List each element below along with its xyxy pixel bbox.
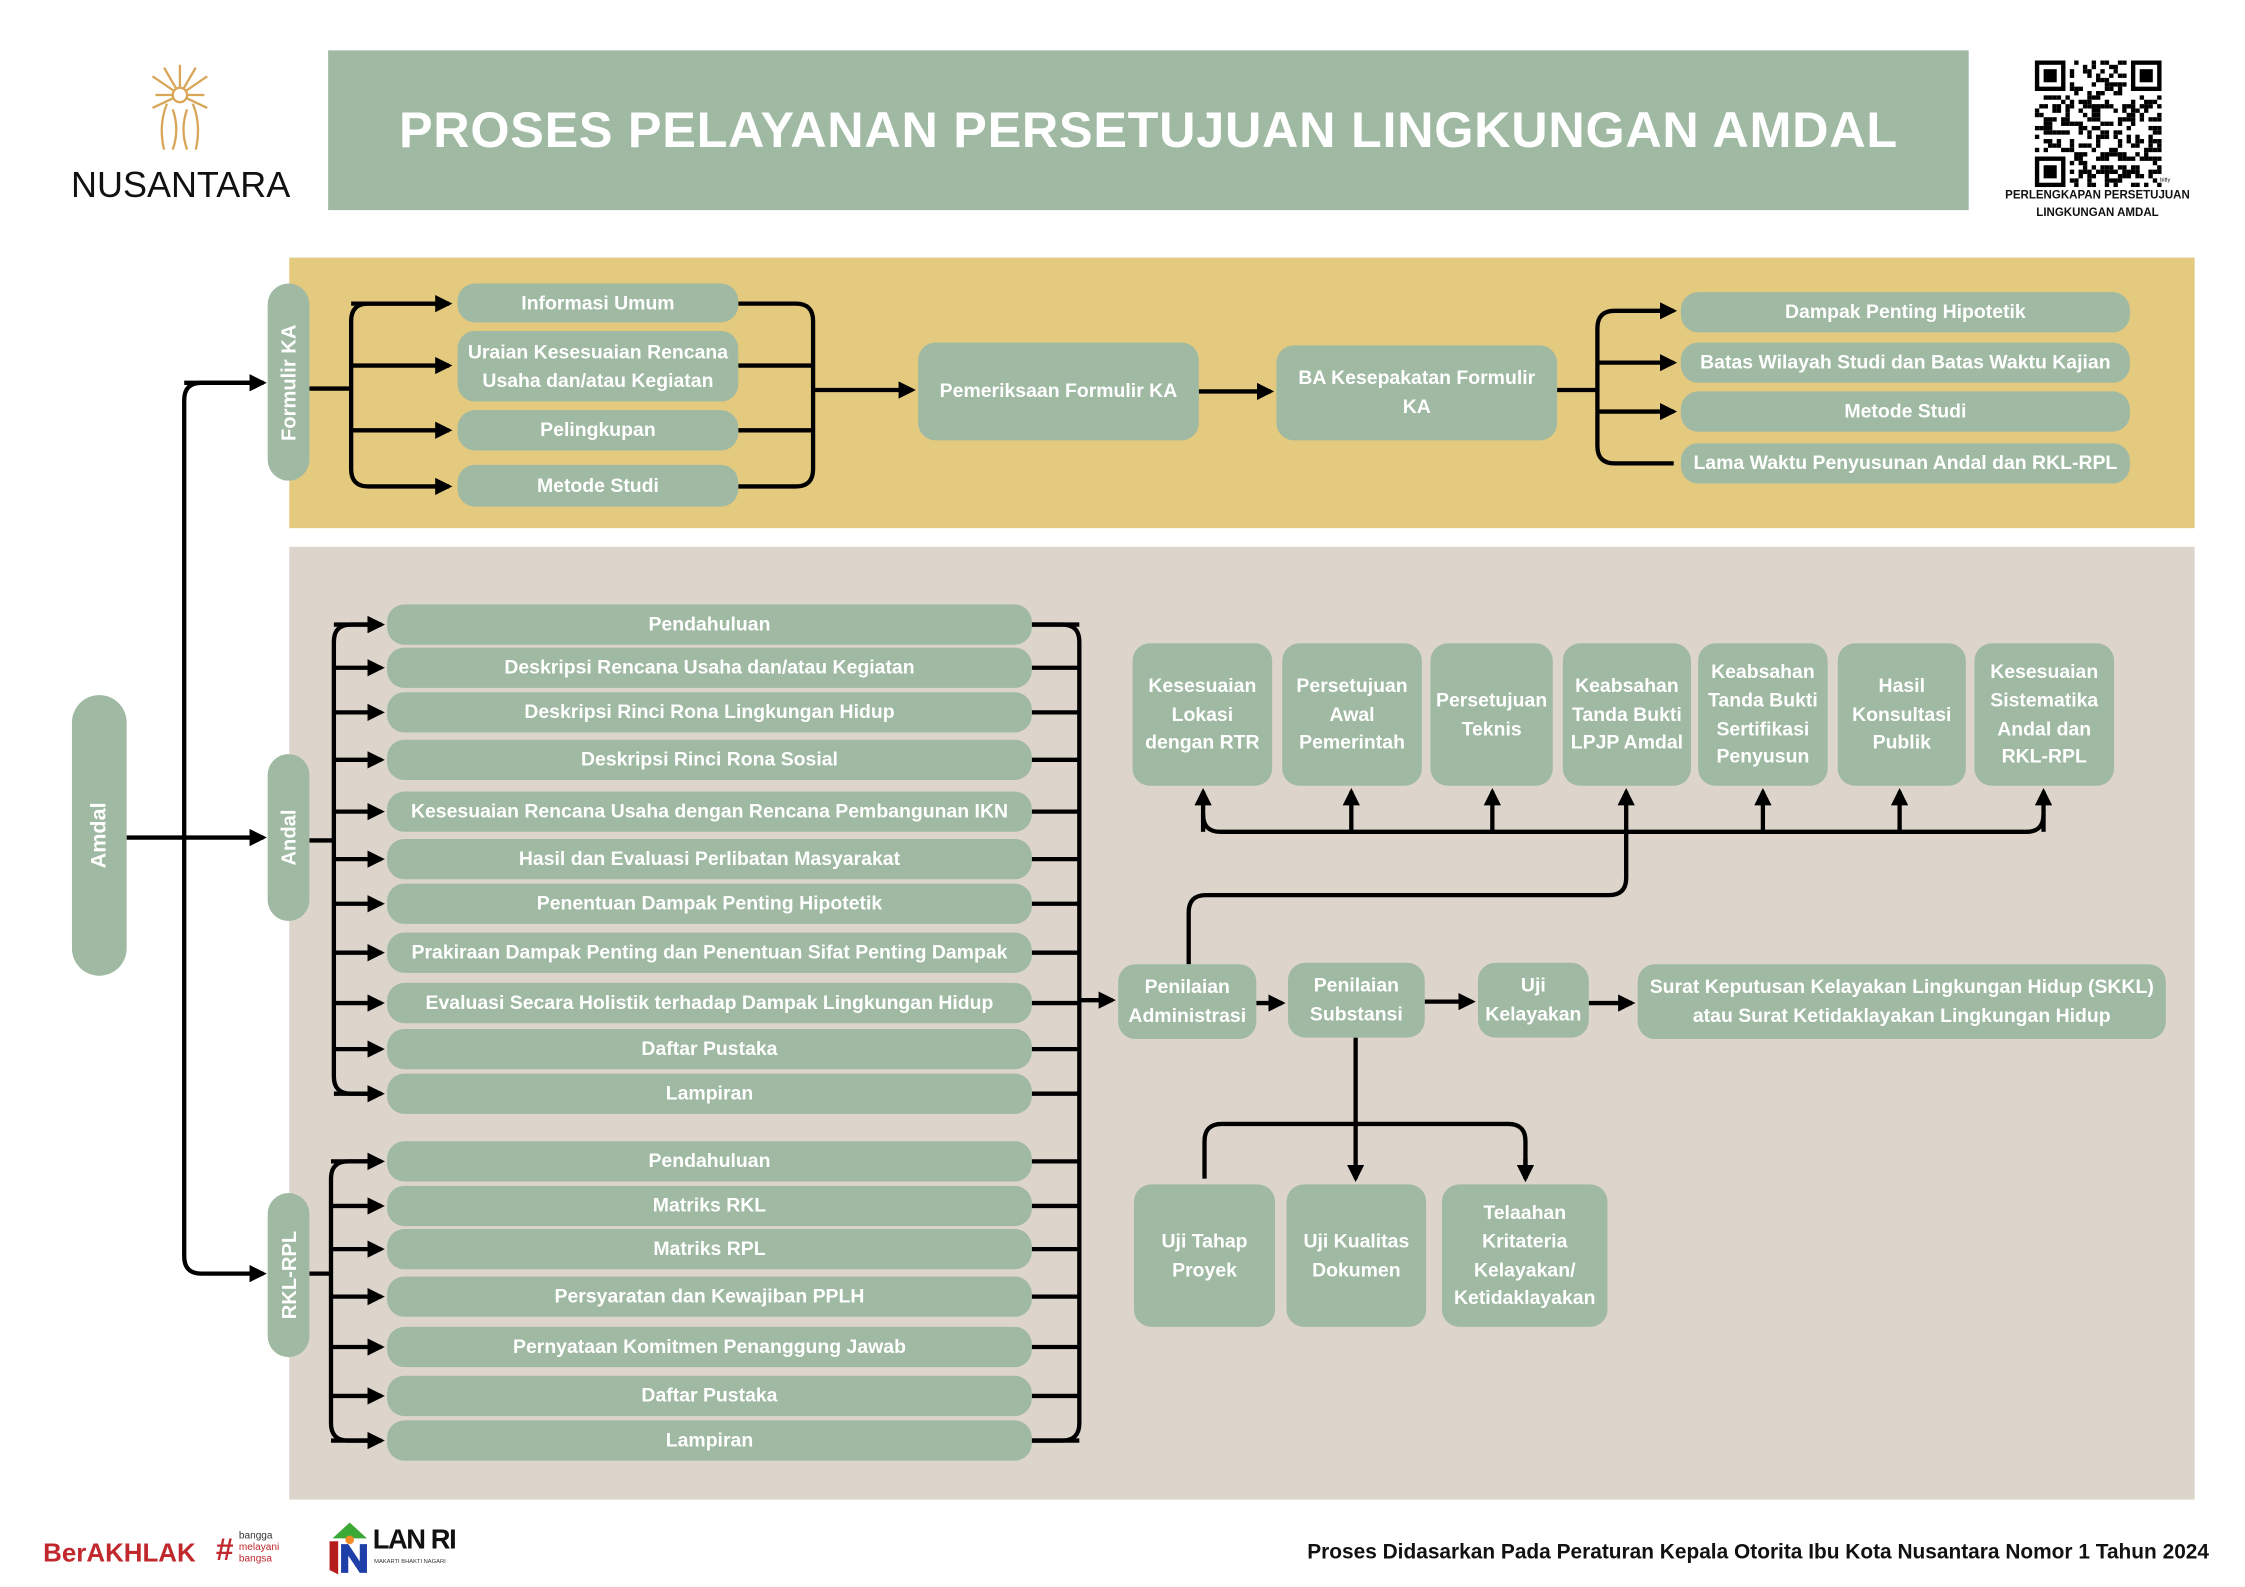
qr-code[interactable] — [2033, 60, 2163, 188]
hashtag-icon: # — [215, 1531, 234, 1568]
rkl-rpl-item: Persyaratan dan Kewajiban PPLH — [387, 1276, 1032, 1317]
andal-item: Lampiran — [387, 1073, 1032, 1114]
andal-item: Pendahuluan — [387, 604, 1032, 645]
formulir-ka-input: Uraian Kesesuaian Rencana Usaha dan/atau… — [457, 330, 739, 402]
formulir-ka-agreement: BA Kesepakatan Formulir KA — [1276, 345, 1558, 441]
nusantara-logo-text: NUSANTARA — [70, 165, 291, 206]
andal-item: Deskripsi Rencana Usaha dan/atau Kegiata… — [387, 647, 1032, 688]
rkl-rpl-item: Matriks RKL — [387, 1185, 1032, 1227]
lan-ri-emblem-icon — [329, 1522, 367, 1575]
substance-check: Uji Tahap Proyek — [1134, 1184, 1276, 1327]
formulir-ka-output: Dampak Penting Hipotetik — [1680, 292, 2130, 333]
assessment-step: Surat Keputusan Kelayakan Lingkungan Hid… — [1637, 964, 2166, 1040]
assessment-criterion: Persetujuan Teknis — [1430, 643, 1553, 786]
andal-item: Evaluasi Secara Holistik terhadap Dampak… — [387, 982, 1032, 1024]
lan-ri-tagline: MAKARTI BHAKTI NAGARI — [374, 1557, 446, 1565]
formulir-ka-stage: Formulir KA — [267, 283, 310, 481]
andal-item: Penentuan Dampak Penting Hipotetik — [387, 883, 1032, 924]
regulation-note: Proses Didasarkan Pada Peraturan Kepala … — [1307, 1541, 2210, 1565]
andal-item: Daftar Pustaka — [387, 1028, 1032, 1070]
berakhlak-text: BerAKHLAK — [43, 1538, 196, 1568]
formulir-ka-review: Pemeriksaan Formulir KA — [918, 342, 1199, 441]
formulir-ka-input: Pelingkupan — [457, 410, 739, 451]
andal-item: Prakiraan Dampak Penting dan Penentuan S… — [387, 932, 1032, 973]
formulir-ka-output: Metode Studi — [1680, 391, 2130, 432]
formulir-ka-input: Metode Studi — [457, 464, 739, 507]
andal-item: Kesesuaian Rencana Usaha dengan Rencana … — [387, 791, 1032, 832]
assessment-criterion: Keabsahan Tanda Bukti Sertifikasi Penyus… — [1698, 643, 1828, 786]
andal-stage: Andal — [267, 754, 310, 922]
qr-code-block[interactable]: bitly PERLENGKAPAN PERSETUJUAN LINGKUNGA… — [2000, 60, 2194, 225]
nusantara-logo: NUSANTARA — [69, 60, 292, 206]
formulir-ka-input: Informasi Umum — [457, 283, 739, 323]
rkl-rpl-item: Matriks RPL — [387, 1228, 1032, 1270]
andal-stage-label: Andal — [277, 809, 301, 866]
andal-item: Hasil dan Evaluasi Perlibatan Masyarakat — [387, 838, 1032, 880]
berakhlak-tagline-1: bangga — [238, 1531, 273, 1542]
nusantara-emblem-icon — [151, 64, 208, 151]
assessment-step: Penilaian Substansi — [1287, 962, 1425, 1038]
formulir-ka-stage-label: Formulir KA — [277, 323, 301, 441]
assessment-step: Penilaian Administrasi — [1118, 964, 1257, 1040]
qr-caption-line2: LINGKUNGAN AMDAL — [2036, 205, 2159, 219]
assessment-criterion: Hasil Konsultasi Publik — [1837, 643, 1966, 786]
assessment-criterion: Persetujuan Awal Pemerintah — [1282, 643, 1422, 786]
arrow-connector — [182, 380, 267, 1283]
formulir-ka-output: Batas Wilayah Studi dan Batas Waktu Kaji… — [1680, 342, 2130, 383]
formulir-ka-output: Lama Waktu Penyusunan Andal dan RKL-RPL — [1680, 443, 2130, 484]
rkl-rpl-stage-label: RKL-RPL — [277, 1230, 301, 1320]
andal-item: Deskripsi Rinci Rona Sosial — [387, 739, 1032, 780]
qr-caption-line1: PERLENGKAPAN PERSETUJUAN — [2005, 188, 2190, 202]
rkl-rpl-item: Pendahuluan — [387, 1141, 1032, 1182]
qr-short-label: bitly — [2160, 175, 2171, 183]
amdal-stage-label: Amdal — [87, 802, 112, 869]
rkl-rpl-item: Lampiran — [387, 1420, 1032, 1461]
lan-ri-text: LAN RI — [372, 1525, 457, 1556]
assessment-step: Uji Kelayakan — [1477, 962, 1589, 1038]
assessment-criterion: Keabsahan Tanda Bukti LPJP Amdal — [1562, 643, 1691, 786]
page-title: PROSES PELAYANAN PERSETUJUAN LINGKUNGAN … — [328, 50, 1969, 211]
lan-ri-logo: LAN RI MAKARTI BHAKTI NAGARI — [325, 1521, 462, 1579]
berakhlak-tagline-2: melayani — [238, 1542, 280, 1553]
rkl-rpl-item: Daftar Pustaka — [387, 1375, 1032, 1417]
assessment-criterion: Kesesuaian Lokasi dengan RTR — [1132, 643, 1273, 786]
substance-check: Telaahan Kritateria Kelayakan/ Ketidakla… — [1441, 1184, 1608, 1327]
amdal-stage: Amdal — [71, 695, 127, 976]
rkl-rpl-stage: RKL-RPL — [267, 1193, 310, 1358]
andal-item: Deskripsi Rinci Rona Lingkungan Hidup — [387, 692, 1032, 733]
berakhlak-logo: BerAKHLAK # bangga melayani bangsa — [43, 1525, 295, 1571]
rkl-rpl-item: Pernyataan Komitmen Penanggung Jawab — [387, 1326, 1032, 1368]
berakhlak-tagline-3: bangsa — [238, 1554, 272, 1565]
substance-check: Uji Kualitas Dokumen — [1286, 1184, 1427, 1327]
assessment-criterion: Kesesuaian Sistematika Andal dan RKL-RPL — [1974, 643, 2115, 786]
